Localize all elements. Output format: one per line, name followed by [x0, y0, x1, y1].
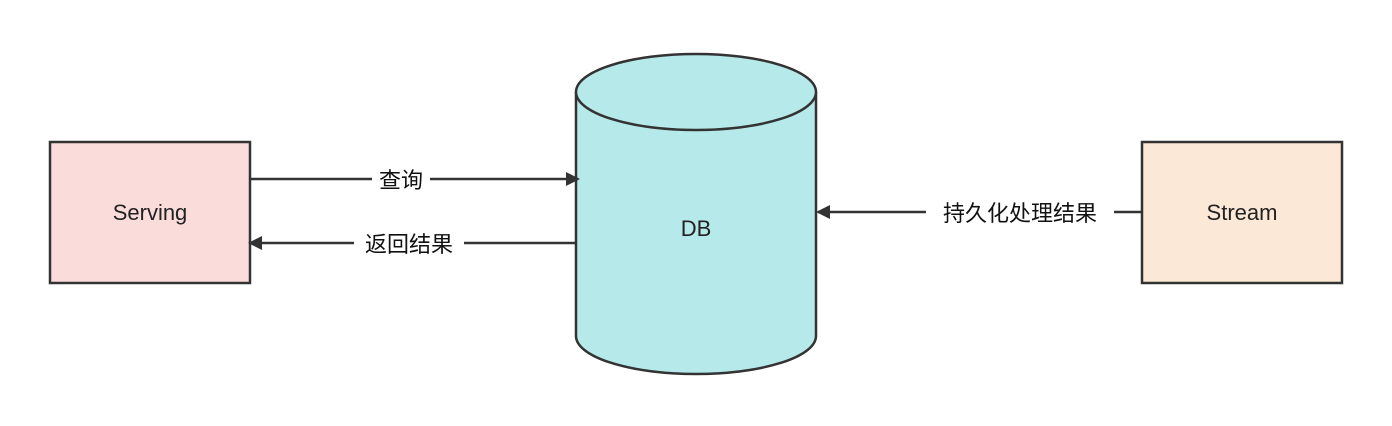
stream-node: Stream	[1140, 140, 1344, 285]
db-label: DB	[681, 216, 712, 241]
edge-persist: 持久化处理结果	[816, 199, 1142, 227]
edge-return-result-label-bg	[354, 230, 464, 258]
edge-return-result: 返回结果	[248, 230, 576, 258]
db-cylinder-body	[574, 92, 818, 376]
edge-query-label: 查询	[379, 169, 423, 194]
edge-persist-label-bg	[926, 199, 1114, 227]
edge-return-result-label: 返回结果	[365, 233, 453, 258]
db-cylinder-top	[574, 52, 818, 132]
db-node: DB	[574, 52, 818, 376]
edge-query-label-bg	[372, 166, 430, 194]
serving-box	[48, 140, 252, 285]
serving-label: Serving	[113, 200, 188, 225]
edge-query: 查询	[250, 166, 580, 194]
serving-node: Serving	[48, 140, 252, 285]
edge-persist-label: 持久化处理结果	[943, 202, 1097, 227]
stream-label: Stream	[1207, 200, 1278, 225]
